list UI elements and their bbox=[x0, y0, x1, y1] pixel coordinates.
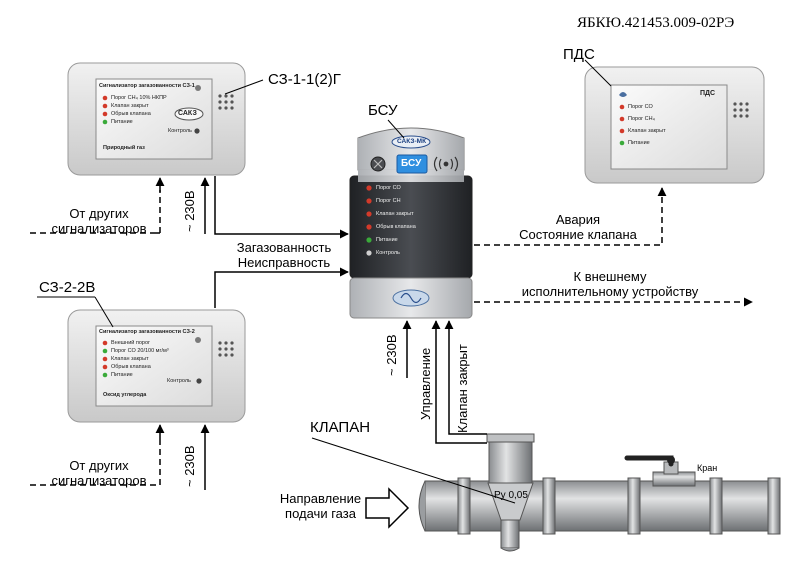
bsu-item-5: Питание bbox=[376, 237, 398, 243]
sz1-sensor-dot bbox=[195, 85, 201, 91]
sz1-from-others-line2: сигнализаторов bbox=[51, 221, 147, 236]
sz1-230v-label: ~ 230В bbox=[182, 190, 197, 232]
sz2-item-3: Клапан закрыт bbox=[111, 356, 149, 362]
pds-label: ПДС bbox=[563, 46, 595, 63]
sz1-from-others-line1: От других bbox=[69, 206, 129, 221]
external-label-line1: К внешнему bbox=[573, 269, 647, 284]
sz1-device bbox=[67, 62, 246, 176]
gas-pipe bbox=[418, 433, 781, 552]
sz1-control-label: Контроль bbox=[168, 128, 192, 134]
flow-label-line1: Направление bbox=[279, 491, 362, 506]
control-label: Управление bbox=[418, 347, 433, 420]
klapan-label: КЛАПАН bbox=[310, 419, 371, 436]
sz2-item-5: Питание bbox=[111, 372, 133, 378]
sz2-footer: Оксид углерода bbox=[103, 392, 147, 398]
sz2-item-2: Порог СО 20/100 мг/м³ bbox=[111, 348, 169, 354]
sz2-label: СЗ-2-2В bbox=[39, 279, 96, 296]
sz1-control-button bbox=[194, 128, 200, 134]
pds-item-4: Питание bbox=[628, 140, 650, 146]
pds-item-2: Порог СН₄ bbox=[628, 116, 655, 122]
flow-arrow-icon bbox=[365, 487, 410, 529]
sz1-title: Сигнализатор загазованности СЗ-1 bbox=[99, 83, 195, 89]
bsu-item-4: Обрыв клапана bbox=[376, 224, 416, 230]
alarm-label-line1: Авария bbox=[555, 212, 601, 227]
sz1-led-3 bbox=[102, 111, 108, 117]
sz2-grille-icon bbox=[218, 341, 234, 357]
sz1-label: СЗ-1-1(2)Г bbox=[268, 71, 341, 88]
sz2-title: Сигнализатор загазованности СЗ-2 bbox=[99, 329, 195, 335]
bsu-item-1: Порог СО bbox=[376, 185, 401, 191]
bsu-wireless-icon bbox=[433, 156, 459, 172]
sz1-logo-badge bbox=[174, 107, 204, 121]
sz2-control-button bbox=[196, 378, 202, 384]
gas-label-line1: Загазованность bbox=[236, 240, 332, 255]
external-label-line2: исполнительному устройству bbox=[521, 284, 699, 299]
document-code: ЯБКЮ.421453.009-02РЭ bbox=[577, 15, 735, 31]
pds-item-1: Порог СО bbox=[628, 104, 653, 110]
sz1-item-1: Порог СН₄ 10% НКПР bbox=[111, 95, 167, 101]
sz1-led-4 bbox=[102, 119, 108, 125]
pds-grille-icon bbox=[733, 102, 749, 118]
bsu-230v-label: ~ 230В bbox=[384, 334, 399, 376]
pds-panel-title: ПДС bbox=[700, 90, 716, 97]
bsu-item-2: Порог СН bbox=[376, 198, 401, 204]
sz2-device bbox=[67, 309, 246, 423]
sz1-footer: Природный газ bbox=[103, 145, 145, 151]
pds-logo-icon bbox=[619, 92, 627, 97]
sz1-led-2 bbox=[102, 103, 108, 109]
connections bbox=[30, 59, 753, 504]
sz2-item-4: Обрыв клапана bbox=[111, 364, 151, 370]
sz1-logo-text: САКЗ bbox=[178, 110, 197, 117]
bsu-logo-text: САКЗ-МК bbox=[397, 138, 427, 145]
sz1-led-1 bbox=[102, 95, 108, 101]
pds-device bbox=[584, 66, 765, 184]
sz2-item-1: Внешний порог bbox=[111, 340, 151, 346]
sz1-item-2: Клапан закрыт bbox=[111, 103, 149, 109]
bsu-bottom-logo-icon bbox=[392, 289, 430, 307]
ru-label: Ру 0,05 bbox=[494, 490, 528, 501]
sz1-grille-icon bbox=[218, 94, 234, 110]
gas-label-line2: Неисправность bbox=[237, 255, 331, 270]
bsu-screen-text: БСУ bbox=[401, 158, 422, 169]
bsu-screen bbox=[396, 154, 428, 174]
bsu-logo-badge bbox=[391, 135, 431, 149]
sz2-230v-label: ~ 230В bbox=[182, 445, 197, 487]
pds-item-3: Клапан закрыт bbox=[628, 128, 666, 134]
sz1-item-4: Питание bbox=[111, 119, 133, 125]
bsu-item-6: Контроль bbox=[376, 250, 400, 256]
flow-label-line2: подачи газа bbox=[285, 506, 356, 521]
kran-label: Кран bbox=[697, 463, 718, 473]
sz1-item-3: Обрыв клапана bbox=[111, 111, 151, 117]
sz2-from-others-line1: От других bbox=[69, 458, 129, 473]
sz2-control-label: Контроль bbox=[167, 378, 191, 384]
bsu-label: БСУ bbox=[368, 102, 398, 119]
bsu-device bbox=[349, 127, 473, 319]
sz2-from-others-line2: сигнализаторов bbox=[51, 473, 147, 488]
bsu-item-3: Клапан закрыт bbox=[376, 211, 414, 217]
valve-closed-label: Клапан закрыт bbox=[455, 344, 470, 433]
alarm-label-line2: Состояние клапана bbox=[519, 227, 637, 242]
